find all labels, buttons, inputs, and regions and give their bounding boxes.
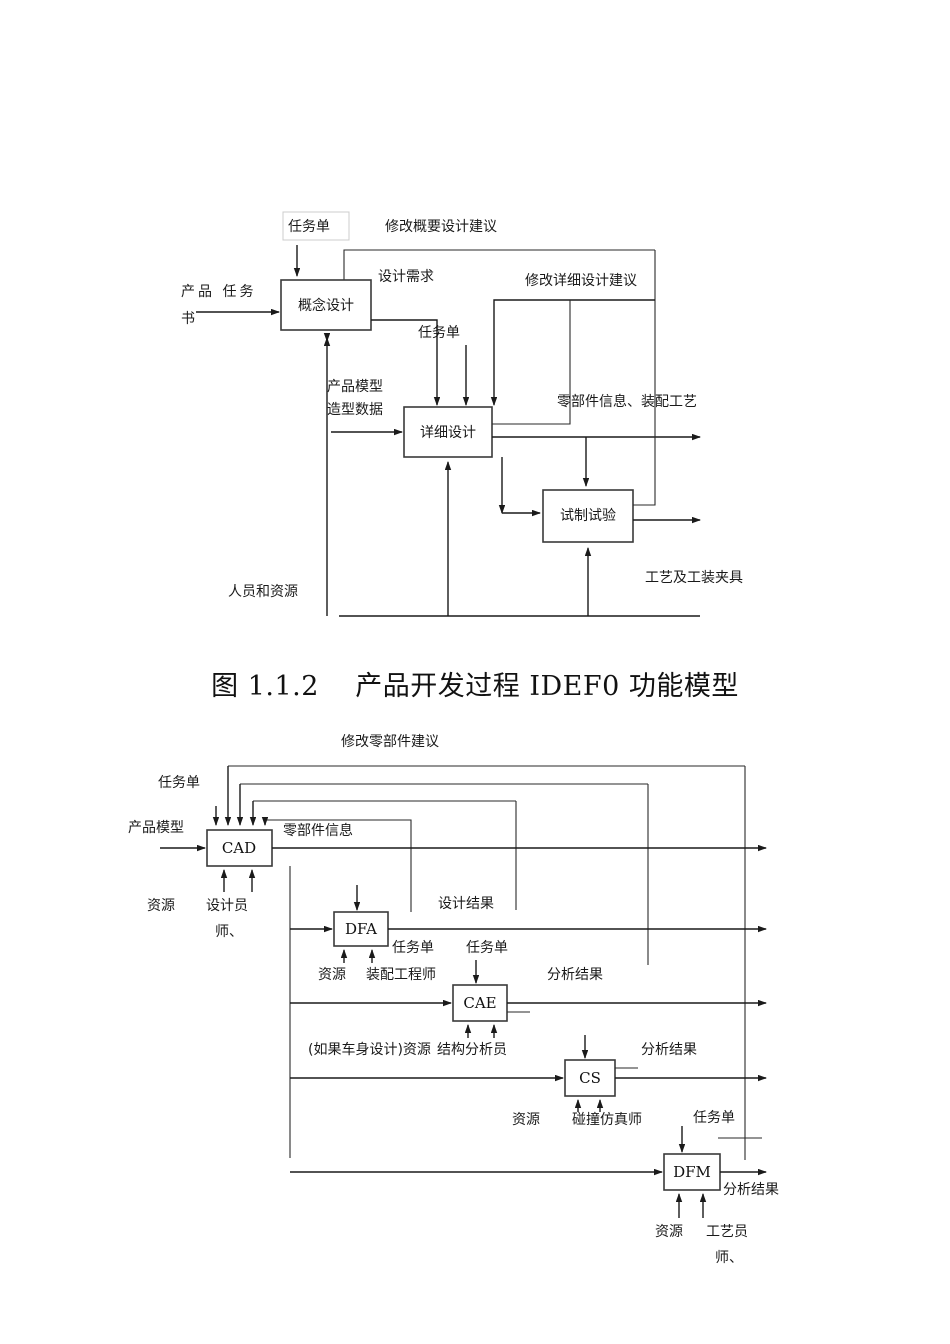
label-product-task-line2: 书: [181, 311, 195, 327]
label-parts-info: 零部件信息: [283, 822, 353, 839]
label-task-order-cad: 任务单: [158, 775, 200, 791]
label-product-model: 产品模型: [128, 820, 184, 836]
trial-feedback-riser: [633, 400, 656, 506]
label-task-order-dfm: 任务单: [693, 1110, 735, 1126]
feedback-revise-concept-path: [343, 249, 655, 280]
label-cs-resource: 资源: [512, 1112, 540, 1128]
box-label-cad: CAD: [222, 839, 256, 857]
label-dfm-role-line1: 工艺员: [706, 1224, 748, 1240]
box-label-concept-design: 概念设计: [298, 297, 354, 314]
label-design-requirement: 设计需求: [378, 269, 434, 285]
label-dfa-resource: 资源: [318, 967, 346, 983]
box-cs[interactable]: [564, 1059, 616, 1097]
box-trial-production[interactable]: [542, 489, 634, 543]
box-label-trial-production: 试制试验: [560, 508, 616, 524]
figure-caption: 图 1.1.2 产品开发过程 IDEF0 功能模型: [211, 671, 739, 702]
box-cad[interactable]: [206, 829, 273, 867]
detail-feedback-to-concept-bus: [492, 300, 571, 425]
box-label-dfa: DFA: [345, 920, 377, 938]
box-label-cae: CAE: [463, 994, 496, 1012]
idef0-top-level-diagram: 任务单 修改概要设计建议 概念设计 产品 任务 书 设计需求 任务单 修改详细设…: [181, 211, 743, 617]
label-dfm-resource: 资源: [655, 1224, 683, 1240]
label-parts-info-assembly: 零部件信息、装配工艺: [557, 393, 697, 410]
label-revise-detail-design: 修改详细设计建议: [525, 273, 637, 289]
label-revise-concept-design: 修改概要设计建议: [385, 219, 497, 235]
label-cad-resource: 资源: [147, 898, 175, 914]
label-cae-condition: (如果车身设计)资源: [308, 1041, 431, 1058]
label-task-order-cae: 任务单: [466, 940, 508, 956]
label-product-model-line2: 造型数据: [327, 402, 383, 418]
label-cad-role-line1: 设计员: [206, 898, 248, 914]
label-process-fixture: 工艺及工装夹具: [645, 570, 743, 586]
box-detail-design[interactable]: [403, 406, 493, 458]
label-product-task-line1: 产品 任务: [181, 284, 256, 300]
label-personnel-resource: 人员和资源: [228, 584, 298, 600]
label-design-result: 设计结果: [438, 896, 494, 912]
label-task-order-top: 任务单: [288, 219, 330, 235]
label-dfm-role-line2: 师、: [715, 1250, 743, 1266]
box-cae[interactable]: [452, 984, 508, 1022]
label-product-model-line1: 产品模型: [327, 379, 383, 395]
box-concept-design[interactable]: [280, 279, 372, 331]
label-task-order-dfa: 任务单: [392, 940, 434, 956]
parts-info-loop: [265, 819, 412, 912]
task-order-tag-box: [282, 211, 350, 241]
label-revise-parts-suggestion: 修改零部件建议: [341, 734, 439, 750]
box-label-dfm: DFM: [673, 1163, 711, 1181]
label-cae-role: 结构分析员: [437, 1042, 507, 1058]
arrow-design-requirement-to-detail: [371, 319, 441, 406]
label-cad-role-line2: 师、: [215, 924, 243, 940]
idef0-decomposition-diagram: 修改零部件建议 零部件信息 任务单 产品模型 CAD 资源 设计员 师、: [128, 734, 779, 1266]
box-label-detail-design: 详细设计: [420, 425, 476, 441]
label-cs-role: 碰撞仿真师: [572, 1112, 642, 1128]
label-analysis-result-cs: 分析结果: [641, 1042, 697, 1058]
arrow-revise-detail-to-detail: [490, 299, 655, 406]
label-analysis-result-cae: 分析结果: [547, 967, 603, 983]
label-analysis-result-dfm: 分析结果: [723, 1182, 779, 1198]
box-label-cs: CS: [579, 1069, 601, 1087]
box-dfm[interactable]: [663, 1153, 721, 1191]
label-task-order-mid: 任务单: [418, 325, 460, 341]
label-dfa-role: 装配工程师: [366, 967, 436, 983]
